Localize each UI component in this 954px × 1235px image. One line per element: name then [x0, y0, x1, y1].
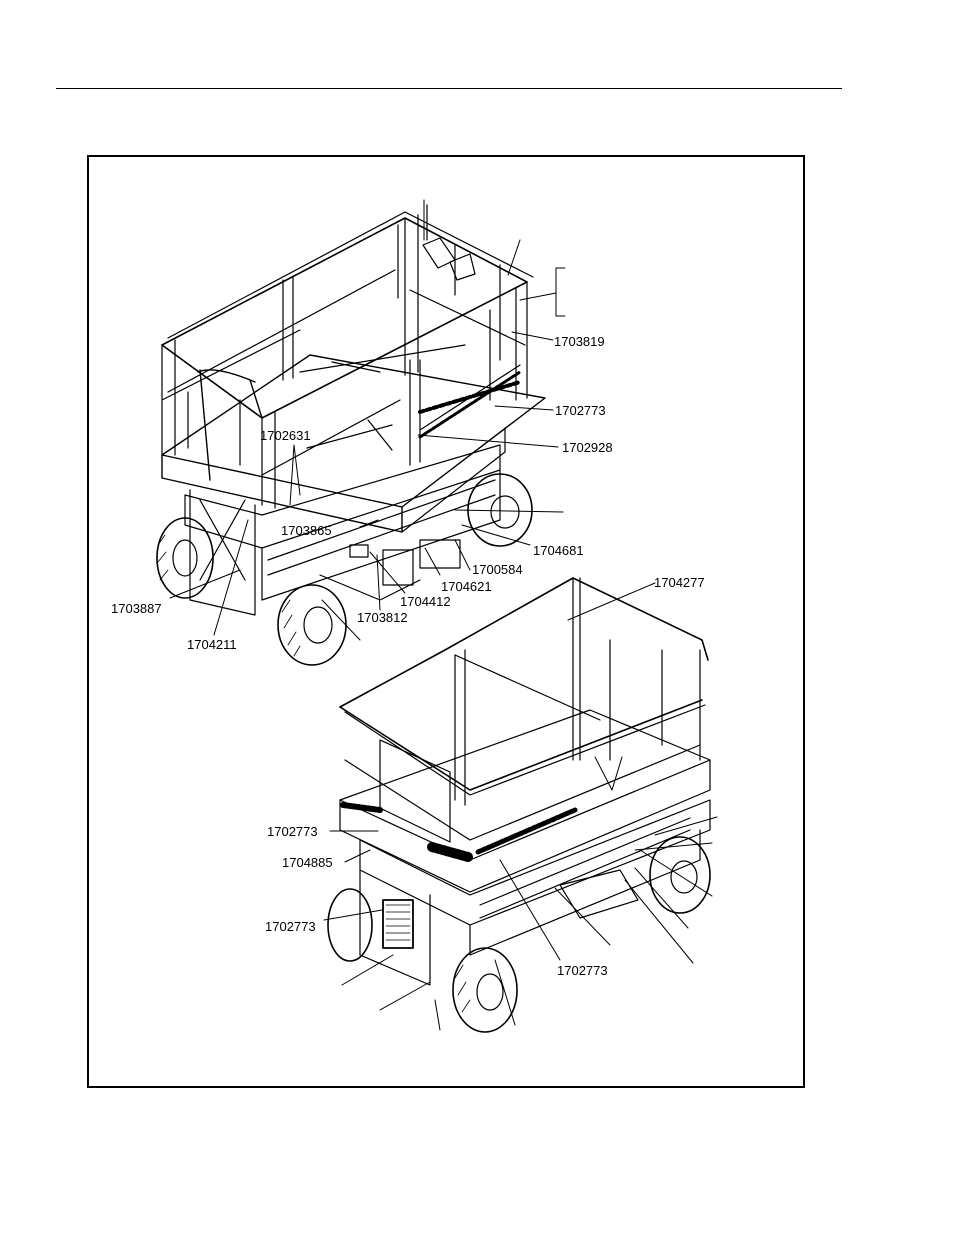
callout-label: 1702773 — [267, 824, 318, 839]
lower-machine — [328, 578, 710, 1032]
callout-label: 1702773 — [555, 403, 606, 418]
callout-label: 1703865 — [281, 523, 332, 538]
upper-machine — [157, 205, 545, 665]
callout-label: 1704621 — [441, 579, 492, 594]
callout-label: 1704681 — [533, 543, 584, 558]
callout-label: 1704412 — [400, 594, 451, 609]
callout-label: 1703819 — [554, 334, 605, 349]
callout-label: 1702631 — [260, 428, 311, 443]
callout-label: 1702773 — [557, 963, 608, 978]
callout-label: 1704277 — [654, 575, 705, 590]
callout-label: 1704885 — [282, 855, 333, 870]
callout-label: 1702928 — [562, 440, 613, 455]
callout-label: 1703887 — [111, 601, 162, 616]
callout-label: 1702773 — [265, 919, 316, 934]
callout-label: 1700584 — [472, 562, 523, 577]
callout-label: 1704211 — [187, 637, 237, 652]
callout-label: 1703812 — [357, 610, 408, 625]
